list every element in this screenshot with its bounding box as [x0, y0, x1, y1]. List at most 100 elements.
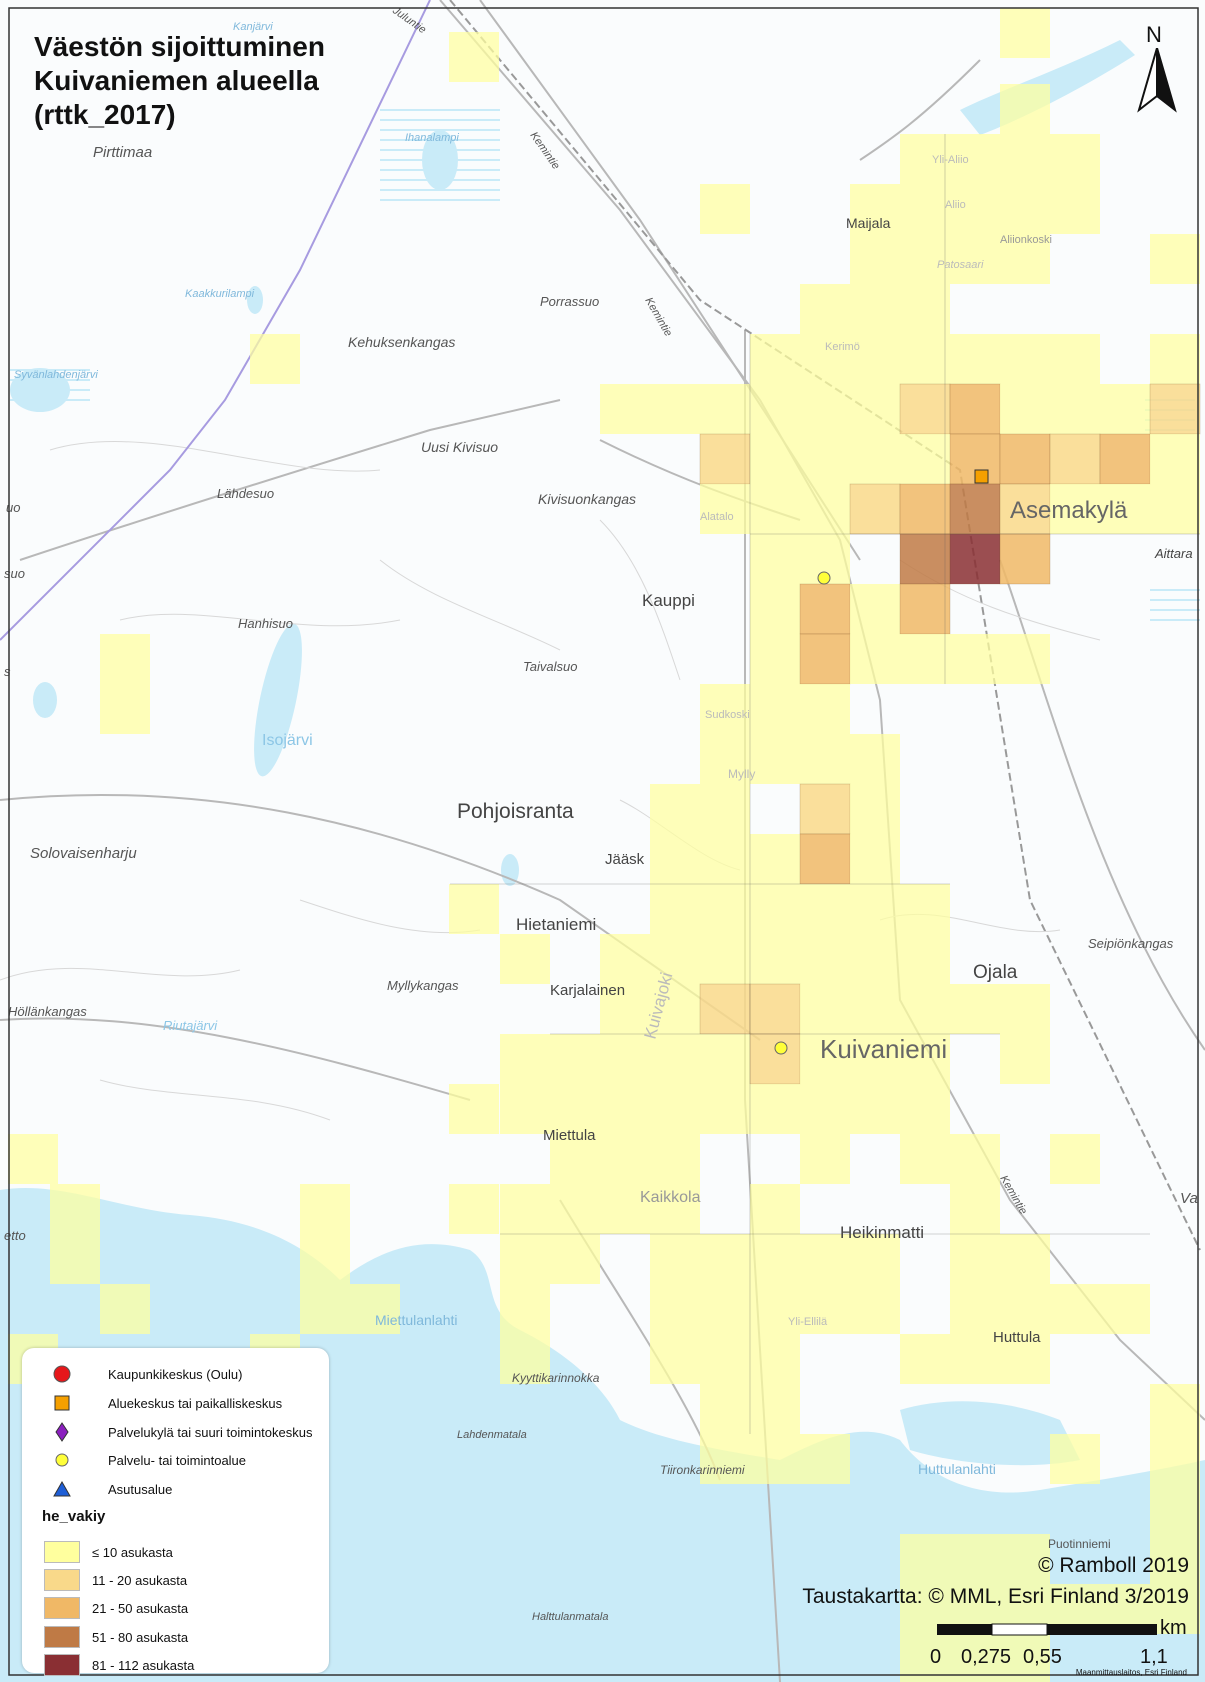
grid-cell-class-1: [900, 1084, 950, 1134]
aluekeskus-marker[interactable]: [974, 469, 989, 484]
north-arrow-icon: [1137, 48, 1177, 113]
grid-cell-class-1: [900, 234, 950, 284]
grid-cell-class-1: [1000, 234, 1050, 284]
grid-cell-class-1: [1050, 134, 1100, 184]
service-area-marker-kuivaniemi[interactable]: [774, 1041, 788, 1055]
grid-cell-class-1: [50, 1184, 100, 1234]
grid-cell-class-1: [1000, 384, 1050, 434]
label-seipionkangas: Seipiönkangas: [1088, 936, 1174, 951]
grid-cell-class-1: [900, 434, 950, 484]
label-kerimo: Kerimö: [825, 341, 860, 353]
grid-cell-class-1: [700, 1084, 750, 1134]
grid-cell-class-1: [550, 1084, 600, 1134]
grid-cell-class-1: [650, 1134, 700, 1184]
label-pohjoisranta: Pohjoisranta: [457, 800, 574, 823]
grid-cell-class-1: [1000, 1334, 1050, 1384]
grid-cell-class-1: [750, 484, 800, 534]
grid-cell-class-1: [650, 784, 700, 834]
label-puotinniemi: Puotinniemi: [1048, 1537, 1111, 1551]
grid-cell-class-1: [900, 134, 950, 184]
grid-cell-class-1: [650, 934, 700, 984]
grid-cell-class-2: [849, 483, 901, 535]
label-tiironkarinniemi: Tiironkarinniemi: [660, 1463, 745, 1477]
grid-cell-class-1: [700, 1034, 750, 1084]
grid-cell-class-1: [1000, 84, 1050, 134]
grid-cell-class-1: [100, 684, 150, 734]
legend-class-2: 11 - 20 asukasta: [44, 1568, 187, 1592]
grid-cell-class-1: [650, 984, 700, 1034]
grid-cell-class-1: [1100, 1284, 1150, 1334]
grid-cell-class-1: [950, 134, 1000, 184]
grid-cell-class-3: [949, 383, 1001, 435]
copyright-text: © Ramboll 2019: [1038, 1554, 1189, 1577]
grid-cell-class-2: [749, 983, 801, 1035]
grid-cell-class-2: [999, 483, 1051, 535]
grid-cell-class-1: [900, 934, 950, 984]
grid-cell-class-1: [50, 1234, 100, 1284]
grid-cell-class-1: [750, 1284, 800, 1334]
grid-cell-class-3: [799, 833, 851, 885]
grid-cell-class-1: [1100, 384, 1150, 434]
grid-cell-class-1: [900, 184, 950, 234]
label-porrassuo: Porrassuo: [540, 294, 599, 309]
label-taivalsuo: Taivalsuo: [523, 659, 577, 674]
label-kaakkurilampi: Kaakkurilampi: [185, 288, 255, 300]
label-sudkoski: Sudkoski: [705, 709, 750, 721]
grid-cell-class-1: [900, 284, 950, 334]
grid-cell-class-1: [750, 1184, 800, 1234]
lake-small-1: [33, 682, 57, 718]
grid-cell-class-1: [1150, 1434, 1200, 1484]
source-credit: Maanmittauslaitos, Esri Finland: [1075, 1668, 1187, 1677]
north-label: N: [1146, 22, 1162, 47]
label-lahdenmatala: Lahdenmatala: [457, 1429, 527, 1441]
grid-cell-class-1: [950, 984, 1000, 1034]
grid-cell-class-1: [1000, 1234, 1050, 1284]
grid-cell-class-1: [1000, 1034, 1050, 1084]
grid-cell-class-1: [650, 1084, 700, 1134]
grid-cell-class-1: [850, 934, 900, 984]
grid-cell-class-1: [1050, 384, 1100, 434]
label-myllykangas: Myllykangas: [387, 978, 459, 993]
label-isojarvi: Isojärvi: [262, 732, 313, 749]
legend-item-palvelukyla: Palvelukylä tai suuri toimintokeskus: [44, 1420, 312, 1444]
grid-cell-class-1: [500, 1034, 550, 1084]
grid-cell-class-1: [700, 1234, 750, 1284]
legend-class-3: 21 - 50 asukasta: [44, 1596, 188, 1620]
label-hollankangas: Höllänkangas: [8, 1004, 87, 1019]
grid-cell-class-1: [750, 534, 800, 584]
legend-item-asutusalue: Asutusalue: [44, 1477, 172, 1501]
grid-cell-class-1: [750, 1434, 800, 1484]
grid-cell-class-3: [899, 583, 951, 635]
grid-cell-class-1: [950, 1184, 1000, 1234]
label-ihanalampi: Ihanalampi: [405, 132, 459, 144]
grid-cell-class-1: [800, 384, 850, 434]
grid-cell-class-1: [900, 334, 950, 384]
grid-cell-class-1: [900, 1534, 950, 1584]
service-area-marker-kauppi[interactable]: [817, 571, 831, 585]
label-kaikkola: Kaikkola: [640, 1189, 701, 1206]
scale-tick-3: 1,1: [1140, 1646, 1168, 1668]
grid-cell-class-1: [1000, 134, 1050, 184]
grid-cell-class-1: [1000, 1634, 1050, 1682]
grid-cell-class-1: [800, 984, 850, 1034]
grid-cell-class-1: [500, 1284, 550, 1334]
grid-cell-class-3: [799, 633, 851, 685]
grid-cell-class-3: [1099, 433, 1151, 485]
label-kuivaniemi: Kuivaniemi: [820, 1034, 947, 1064]
grid-cell-class-4: [899, 533, 951, 585]
label-kauppi: Kauppi: [642, 591, 695, 610]
grid-cell-class-1: [850, 184, 900, 234]
grid-cell-class-2: [749, 1033, 801, 1085]
label-pirttimaa: Pirttimaa: [93, 144, 152, 161]
grid-cell-class-1: [750, 384, 800, 434]
grid-cell-class-1: [950, 334, 1000, 384]
grid-cell-class-1: [750, 634, 800, 684]
grid-cell-class-1: [700, 1284, 750, 1334]
grid-cell-class-1: [600, 1134, 650, 1184]
label-mylly: Mylly: [728, 767, 755, 781]
grid-cell-class-1: [850, 234, 900, 284]
grid-cell-class-1: [750, 1384, 800, 1434]
grid-cell-class-1: [850, 1284, 900, 1334]
grid-cell-class-1: [300, 1234, 350, 1284]
grid-cell-class-1: [250, 334, 300, 384]
